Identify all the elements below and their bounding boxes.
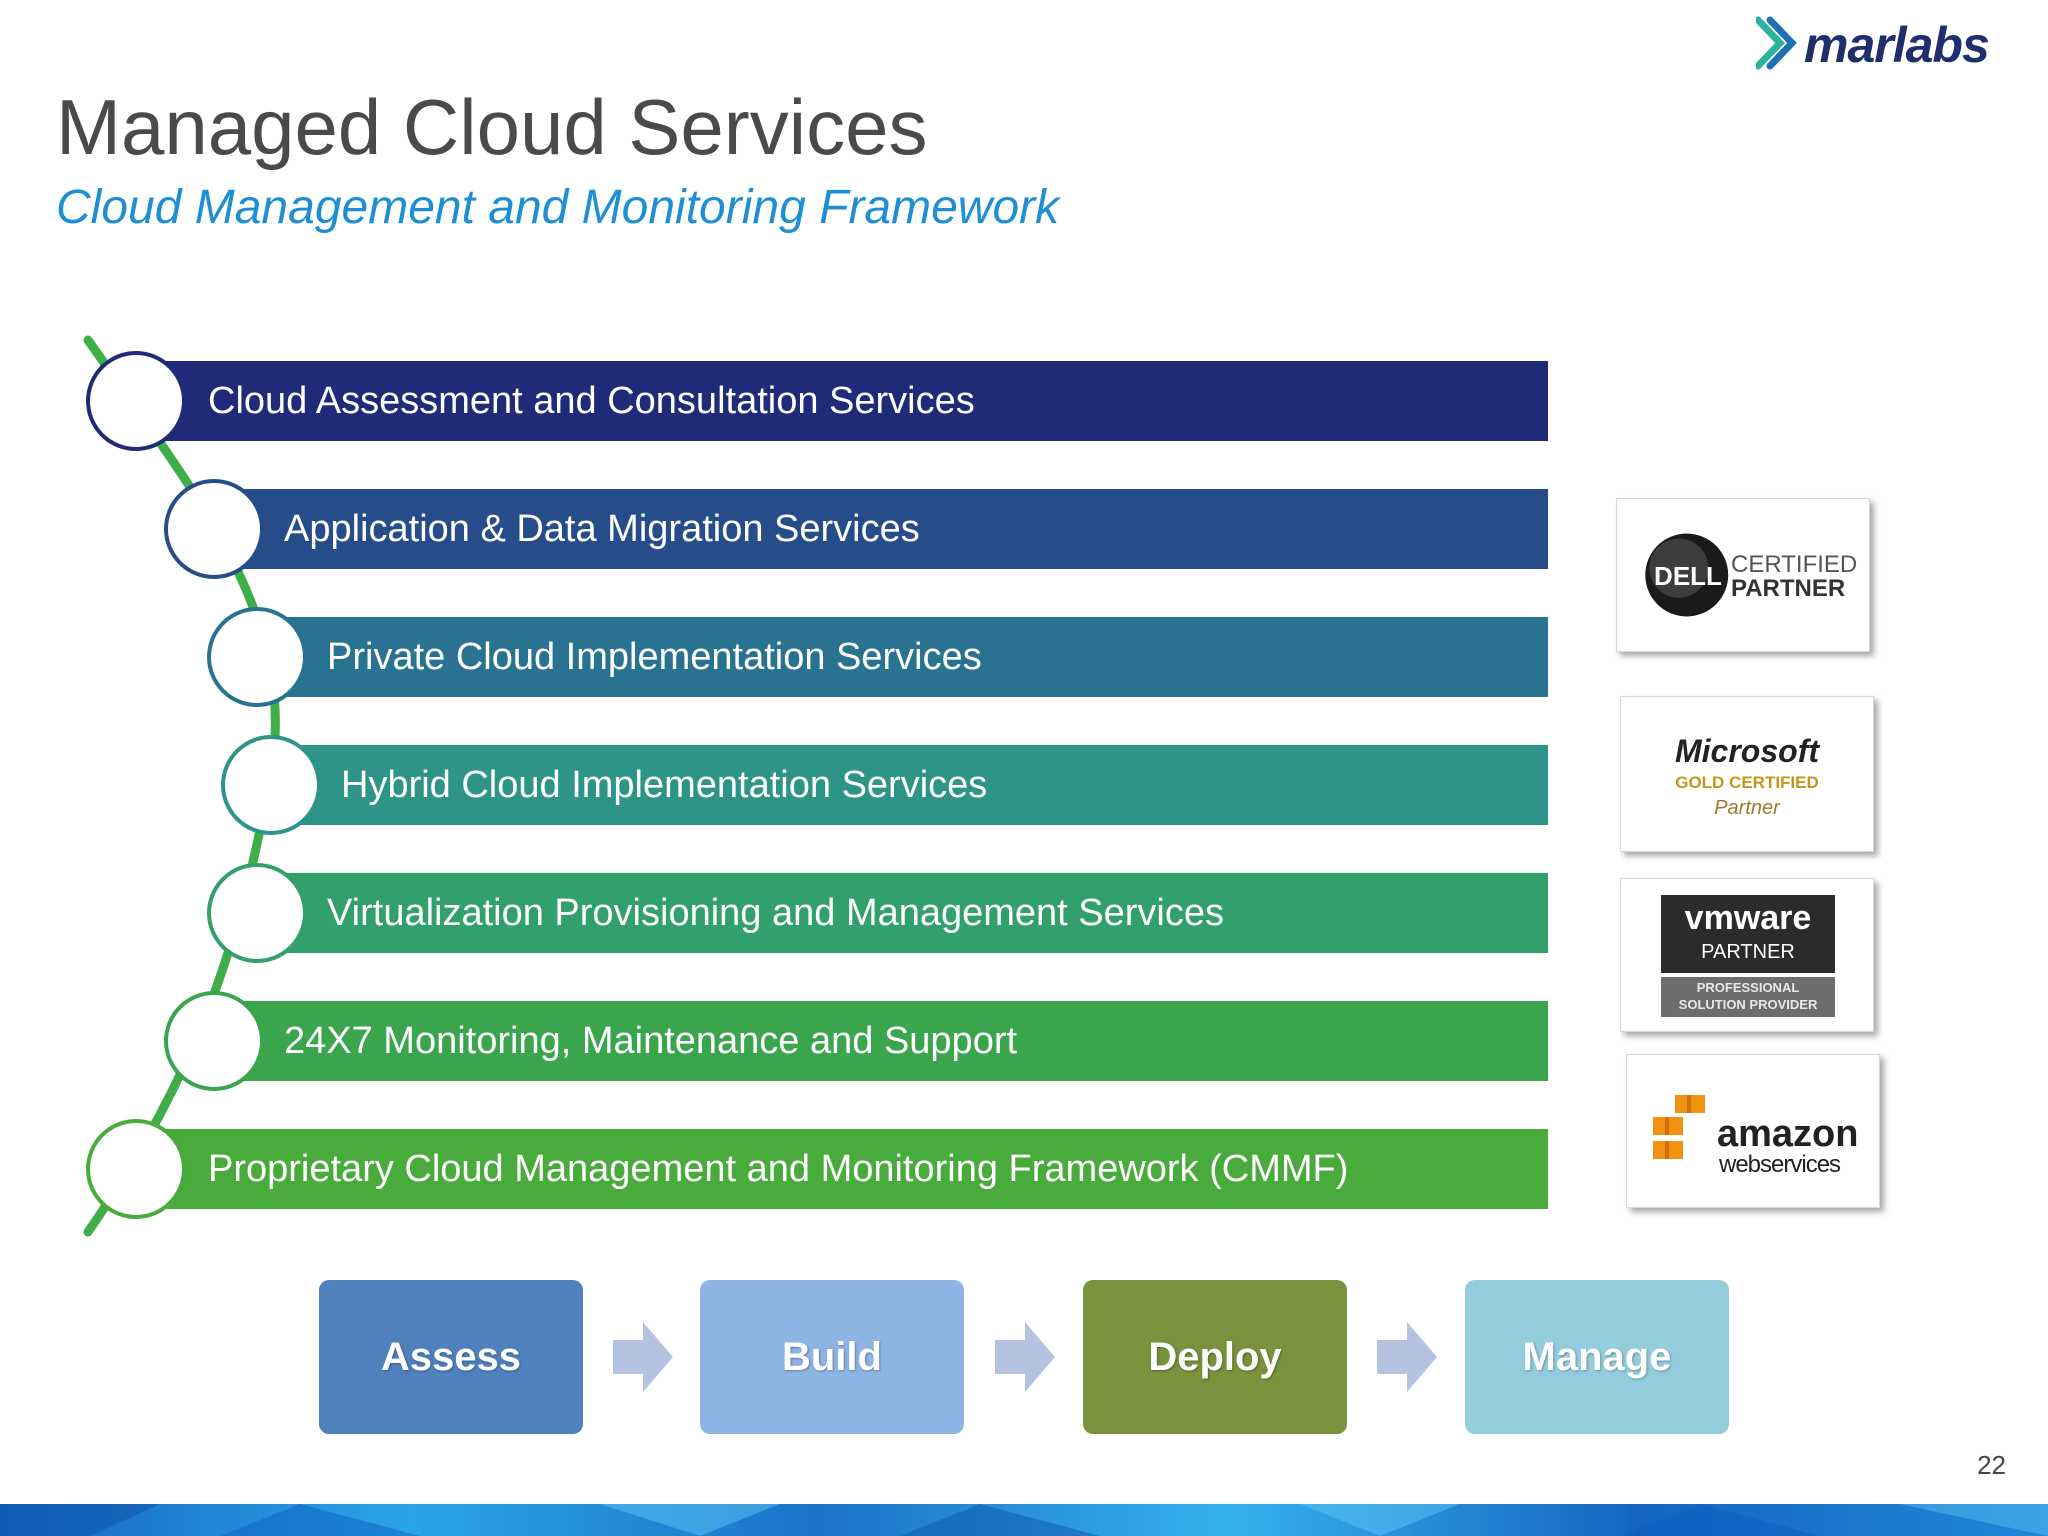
microsoft-partner-text: Partner: [1714, 797, 1780, 819]
aws-cubes-icon: [1653, 1095, 1705, 1159]
service-band: Cloud Assessment and Consultation Servic…: [140, 361, 1548, 441]
step-assess: Assess: [319, 1280, 583, 1434]
step-label: Manage: [1522, 1334, 1672, 1379]
page-title: Managed Cloud Services: [56, 83, 928, 171]
service-band: Virtualization Provisioning and Manageme…: [261, 873, 1548, 953]
vmware-partner-badge: vmware PARTNER PROFESSIONAL SOLUTION PRO…: [1620, 878, 1874, 1032]
microsoft-logo: Microsoft: [1675, 733, 1819, 769]
arrow-shape: [1377, 1322, 1437, 1392]
service-label: 24X7 Monitoring, Maintenance and Support: [284, 1019, 1018, 1062]
vmware-logo: vmware: [1684, 899, 1812, 937]
step-label: Build: [782, 1334, 882, 1379]
service-label: Private Cloud Implementation Services: [327, 635, 982, 678]
service-band: Proprietary Cloud Management and Monitor…: [140, 1129, 1548, 1209]
amazon-logo: amazon: [1717, 1113, 1859, 1155]
vmware-dark-block: [1661, 895, 1835, 973]
arrow-right-icon: [995, 1322, 1055, 1392]
dell-partner-badge: DELL CERTIFIED PARTNER: [1616, 498, 1870, 652]
arrow-right-icon: [1377, 1322, 1437, 1392]
dell-logo: DELL: [1654, 561, 1722, 591]
microsoft-gold-text: GOLD CERTIFIED: [1675, 773, 1819, 792]
page-subtitle: Cloud Management and Monitoring Framewor…: [56, 181, 1060, 234]
service-band: Hybrid Cloud Implementation Services: [275, 745, 1548, 825]
arrow-shape: [613, 1322, 673, 1392]
vmware-grey-block: [1661, 977, 1835, 1017]
service-label: Cloud Assessment and Consultation Servic…: [208, 379, 975, 422]
microsoft-partner-badge: Microsoft GOLD CERTIFIED Partner: [1620, 696, 1874, 852]
service-label: Hybrid Cloud Implementation Services: [341, 763, 988, 806]
step-deploy: Deploy: [1083, 1280, 1347, 1434]
service-marker: [86, 351, 186, 451]
step-label: Assess: [380, 1334, 522, 1379]
step-manage: Manage: [1465, 1280, 1729, 1434]
service-band: Private Cloud Implementation Services: [261, 617, 1548, 697]
service-label: Proprietary Cloud Management and Monitor…: [208, 1147, 1349, 1190]
marlabs-wordmark: marlabs: [1804, 17, 1990, 73]
service-marker: [207, 863, 307, 963]
aws-webservices-text: webservices: [1719, 1151, 1841, 1178]
service-band: 24X7 Monitoring, Maintenance and Support: [218, 1001, 1548, 1081]
service-marker: [164, 479, 264, 579]
service-band: Application & Data Migration Services: [218, 489, 1548, 569]
arrow-shape: [995, 1322, 1055, 1392]
dell-certified-text: CERTIFIED: [1731, 551, 1858, 578]
marlabs-logo: marlabs: [1754, 16, 1996, 73]
arrow-right-icon: [613, 1322, 673, 1392]
step-label: Deploy: [1148, 1334, 1282, 1379]
marlabs-chevron-icon: [1754, 16, 1797, 70]
dell-partner-text: PARTNER: [1731, 575, 1846, 602]
vmware-professional-text: PROFESSIONAL: [1696, 980, 1800, 995]
service-marker: [221, 735, 321, 835]
page-number: 22: [1977, 1450, 2006, 1480]
vmware-partner-text: PARTNER: [1701, 941, 1795, 963]
step-build: Build: [700, 1280, 964, 1434]
footer-banner: [0, 1504, 2048, 1536]
service-marker: [207, 607, 307, 707]
vmware-solution-text: SOLUTION PROVIDER: [1678, 997, 1818, 1012]
service-marker: [86, 1119, 186, 1219]
aws-partner-badge: amazon webservices: [1626, 1054, 1880, 1208]
service-label: Virtualization Provisioning and Manageme…: [327, 891, 1225, 934]
service-marker: [164, 991, 264, 1091]
service-label: Application & Data Migration Services: [284, 507, 920, 550]
